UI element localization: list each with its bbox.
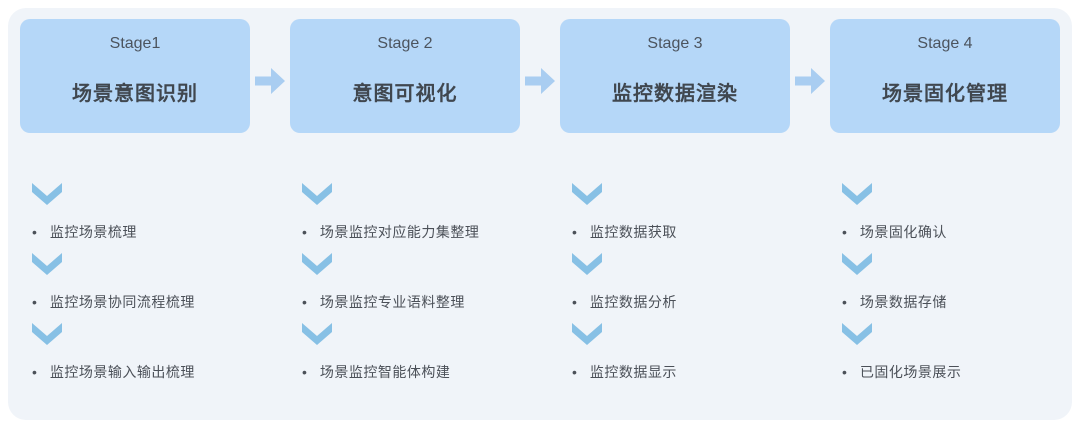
chevron-shape [572, 183, 602, 205]
bullet-dot: • [572, 224, 577, 240]
list-item: • 监控场景输入输出梳理 [32, 363, 195, 381]
stage-label: Stage1 [109, 35, 161, 52]
arrow-shape [795, 68, 825, 94]
list-item-label: 场景监控专业语料整理 [319, 294, 465, 310]
list-item-label: 已固化场景展示 [859, 364, 962, 380]
arrow-cell [250, 19, 290, 393]
arrow-right-icon [525, 68, 555, 94]
list-item: • 监控数据获取 [572, 223, 677, 241]
list-item: • 监控场景协同流程梳理 [32, 293, 195, 311]
chevron-down-icon [842, 183, 872, 205]
stage-title: 监控数据渲染 [612, 83, 738, 105]
chevron-down-icon [302, 183, 332, 205]
list-item-label: 监控数据显示 [589, 364, 677, 380]
stage-flow-3: • 监控数据获取 • 监控数据分析 • 监控数据显示 [560, 183, 790, 393]
list-item: • 监控数据分析 [572, 293, 677, 311]
list-item-label: 场景监控智能体构建 [319, 364, 451, 380]
stage-box-1: Stage1 场景意图识别 [20, 19, 250, 133]
chevron-shape [842, 323, 872, 345]
chevron-shape [842, 253, 872, 275]
chevron-down-icon [572, 183, 602, 205]
stage-flow-4: • 场景固化确认 • 场景数据存储 • 已固化场景展示 [830, 183, 1060, 393]
stage-box-3: Stage 3 监控数据渲染 [560, 19, 790, 133]
chevron-down-icon [302, 253, 332, 275]
chevron-down-icon [572, 323, 602, 345]
bullet-dot: • [572, 364, 577, 380]
list-item: • 场景数据存储 [842, 293, 947, 311]
chevron-shape [302, 183, 332, 205]
bullet-dot: • [302, 364, 307, 380]
arrow-shape [525, 68, 555, 94]
stages-grid: Stage1 场景意图识别 • 监控场景梳理 • 监控场景协同流程梳理 [20, 19, 1060, 393]
bullet-dot: • [32, 224, 37, 240]
stage-column-4: Stage 4 场景固化管理 • 场景固化确认 • 场景数据存储 [830, 19, 1060, 393]
stage-label: Stage 2 [377, 35, 433, 52]
list-item: • 场景监控对应能力集整理 [302, 223, 479, 241]
bullet-dot: • [32, 364, 37, 380]
arrow-right-icon [255, 68, 285, 94]
chevron-down-icon [842, 323, 872, 345]
bullet-dot: • [572, 294, 577, 310]
list-item-label: 监控场景协同流程梳理 [49, 294, 195, 310]
stage-label: Stage 4 [917, 35, 973, 52]
chevron-down-icon [302, 323, 332, 345]
stage-box-2: Stage 2 意图可视化 [290, 19, 520, 133]
chevron-down-icon [32, 323, 62, 345]
chevron-down-icon [32, 253, 62, 275]
stage-label: Stage 3 [647, 35, 703, 52]
bullet-dot: • [842, 224, 847, 240]
stage-box-4: Stage 4 场景固化管理 [830, 19, 1060, 133]
list-item-label: 场景监控对应能力集整理 [319, 224, 480, 240]
bullet-dot: • [302, 294, 307, 310]
chevron-shape [32, 253, 62, 275]
stage-column-2: Stage 2 意图可视化 • 场景监控对应能力集整理 • 场景监控专业语料整理 [290, 19, 520, 393]
list-item: • 监控场景梳理 [32, 223, 137, 241]
list-item-label: 监控场景输入输出梳理 [49, 364, 195, 380]
list-item-label: 监控数据分析 [589, 294, 677, 310]
list-item: • 已固化场景展示 [842, 363, 961, 381]
arrow-right-icon [795, 68, 825, 94]
chevron-shape [302, 253, 332, 275]
arrow-shape [255, 68, 285, 94]
list-item: • 场景监控专业语料整理 [302, 293, 465, 311]
chevron-shape [32, 323, 62, 345]
chevron-down-icon [572, 253, 602, 275]
stage-title: 场景固化管理 [882, 83, 1008, 105]
chevron-shape [302, 323, 332, 345]
list-item: • 场景固化确认 [842, 223, 947, 241]
chevron-down-icon [32, 183, 62, 205]
arrow-cell [520, 19, 560, 393]
stage-title: 意图可视化 [352, 83, 458, 105]
process-diagram-card: Stage1 场景意图识别 • 监控场景梳理 • 监控场景协同流程梳理 [8, 8, 1072, 420]
list-item-label: 监控数据获取 [589, 224, 677, 240]
stage-column-1: Stage1 场景意图识别 • 监控场景梳理 • 监控场景协同流程梳理 [20, 19, 250, 393]
bullet-dot: • [302, 224, 307, 240]
chevron-shape [32, 183, 62, 205]
chevron-shape [572, 323, 602, 345]
bullet-dot: • [32, 294, 37, 310]
chevron-down-icon [842, 253, 872, 275]
bullet-dot: • [842, 364, 847, 380]
stage-flow-2: • 场景监控对应能力集整理 • 场景监控专业语料整理 • 场景监控智能体构建 [290, 183, 520, 393]
chevron-shape [572, 253, 602, 275]
list-item-label: 监控场景梳理 [49, 224, 137, 240]
chevron-shape [842, 183, 872, 205]
stage-flow-1: • 监控场景梳理 • 监控场景协同流程梳理 • 监控场景输入输出梳理 [20, 183, 250, 393]
list-item-label: 场景固化确认 [859, 224, 947, 240]
stage-title: 场景意图识别 [72, 83, 198, 105]
bullet-dot: • [842, 294, 847, 310]
list-item: • 监控数据显示 [572, 363, 677, 381]
list-item-label: 场景数据存储 [859, 294, 947, 310]
stage-column-3: Stage 3 监控数据渲染 • 监控数据获取 • 监控数据分析 [560, 19, 790, 393]
arrow-cell [790, 19, 830, 393]
list-item: • 场景监控智能体构建 [302, 363, 450, 381]
